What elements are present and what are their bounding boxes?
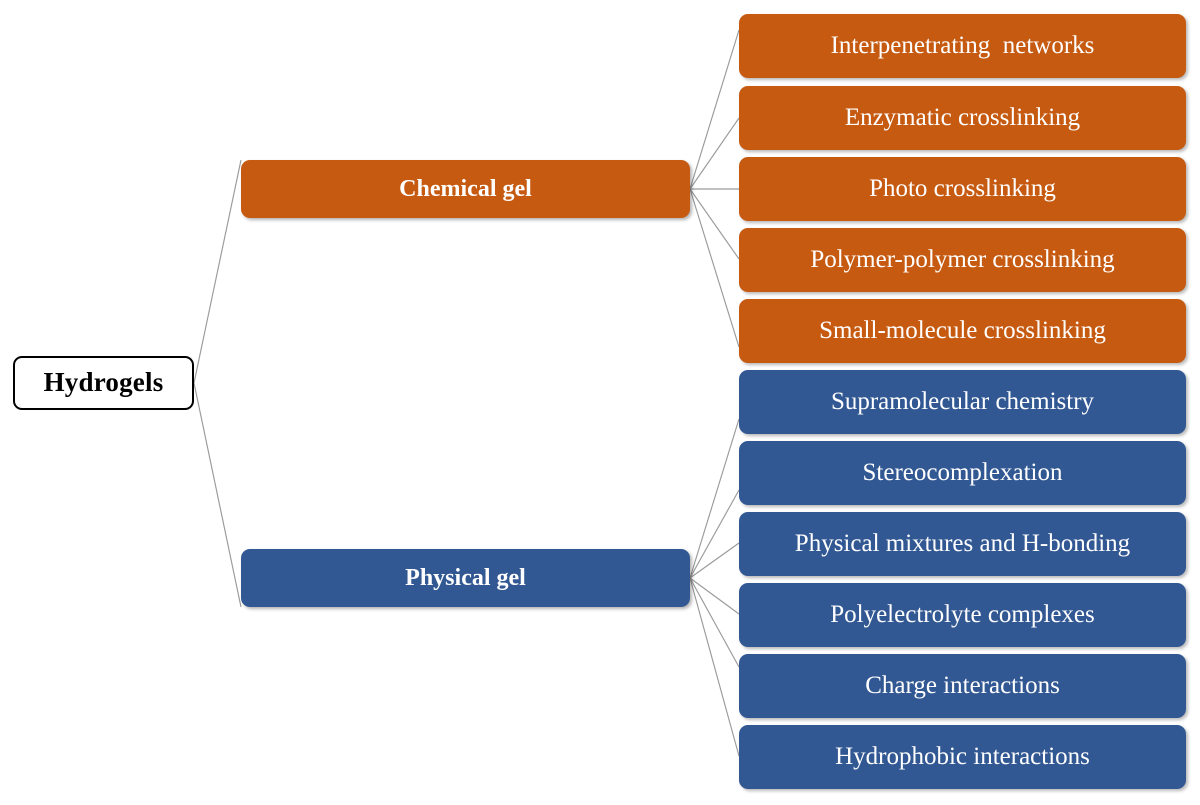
- connector-physical-to-child-6: [689, 577, 740, 757]
- leaf-node-supramolecular-chemistry[interactable]: Supramolecular chemistry: [739, 370, 1186, 434]
- leaf-node-interpenetrating-networks[interactable]: Interpenetrating networks: [739, 14, 1186, 78]
- connector-physical-to-child-3: [689, 542, 740, 579]
- leaf-node-stereocomplexation[interactable]: Stereocomplexation: [739, 441, 1186, 505]
- leaf-node-polyelectrolyte-complexes[interactable]: Polyelectrolyte complexes: [739, 583, 1186, 647]
- branch-node-chemical-gel[interactable]: Chemical gel: [241, 160, 690, 218]
- leaf-node-polymer-polymer-crosslinking[interactable]: Polymer-polymer crosslinking: [739, 228, 1186, 292]
- connector-chemical-to-child-1: [689, 29, 740, 190]
- connector-chemical-to-child-2: [689, 117, 740, 190]
- leaf-node-hydrophobic-interactions[interactable]: Hydrophobic interactions: [739, 725, 1186, 789]
- connector-physical-to-child-5: [689, 577, 740, 668]
- leaf-node-photo-crosslinking[interactable]: Photo crosslinking: [739, 157, 1186, 221]
- leaf-node-small-molecule-crosslinking[interactable]: Small-molecule crosslinking: [739, 299, 1186, 363]
- connector-root-to-physical: [193, 382, 242, 608]
- leaf-node-physical-mixtures-and-h-bonding[interactable]: Physical mixtures and H-bonding: [739, 512, 1186, 576]
- leaf-node-charge-interactions[interactable]: Charge interactions: [739, 654, 1186, 718]
- connector-physical-to-child-4: [689, 577, 740, 615]
- connector-physical-to-child-2: [689, 489, 740, 579]
- leaf-node-enzymatic-crosslinking[interactable]: Enzymatic crosslinking: [739, 86, 1186, 150]
- branch-node-physical-gel[interactable]: Physical gel: [241, 549, 690, 607]
- root-node-hydrogels[interactable]: Hydrogels: [13, 356, 194, 410]
- connector-chemical-to-child-5: [689, 188, 740, 348]
- connector-chemical-to-child-4: [689, 188, 740, 260]
- connector-physical-to-child-1: [689, 418, 740, 579]
- connector-root-to-chemical: [193, 159, 242, 384]
